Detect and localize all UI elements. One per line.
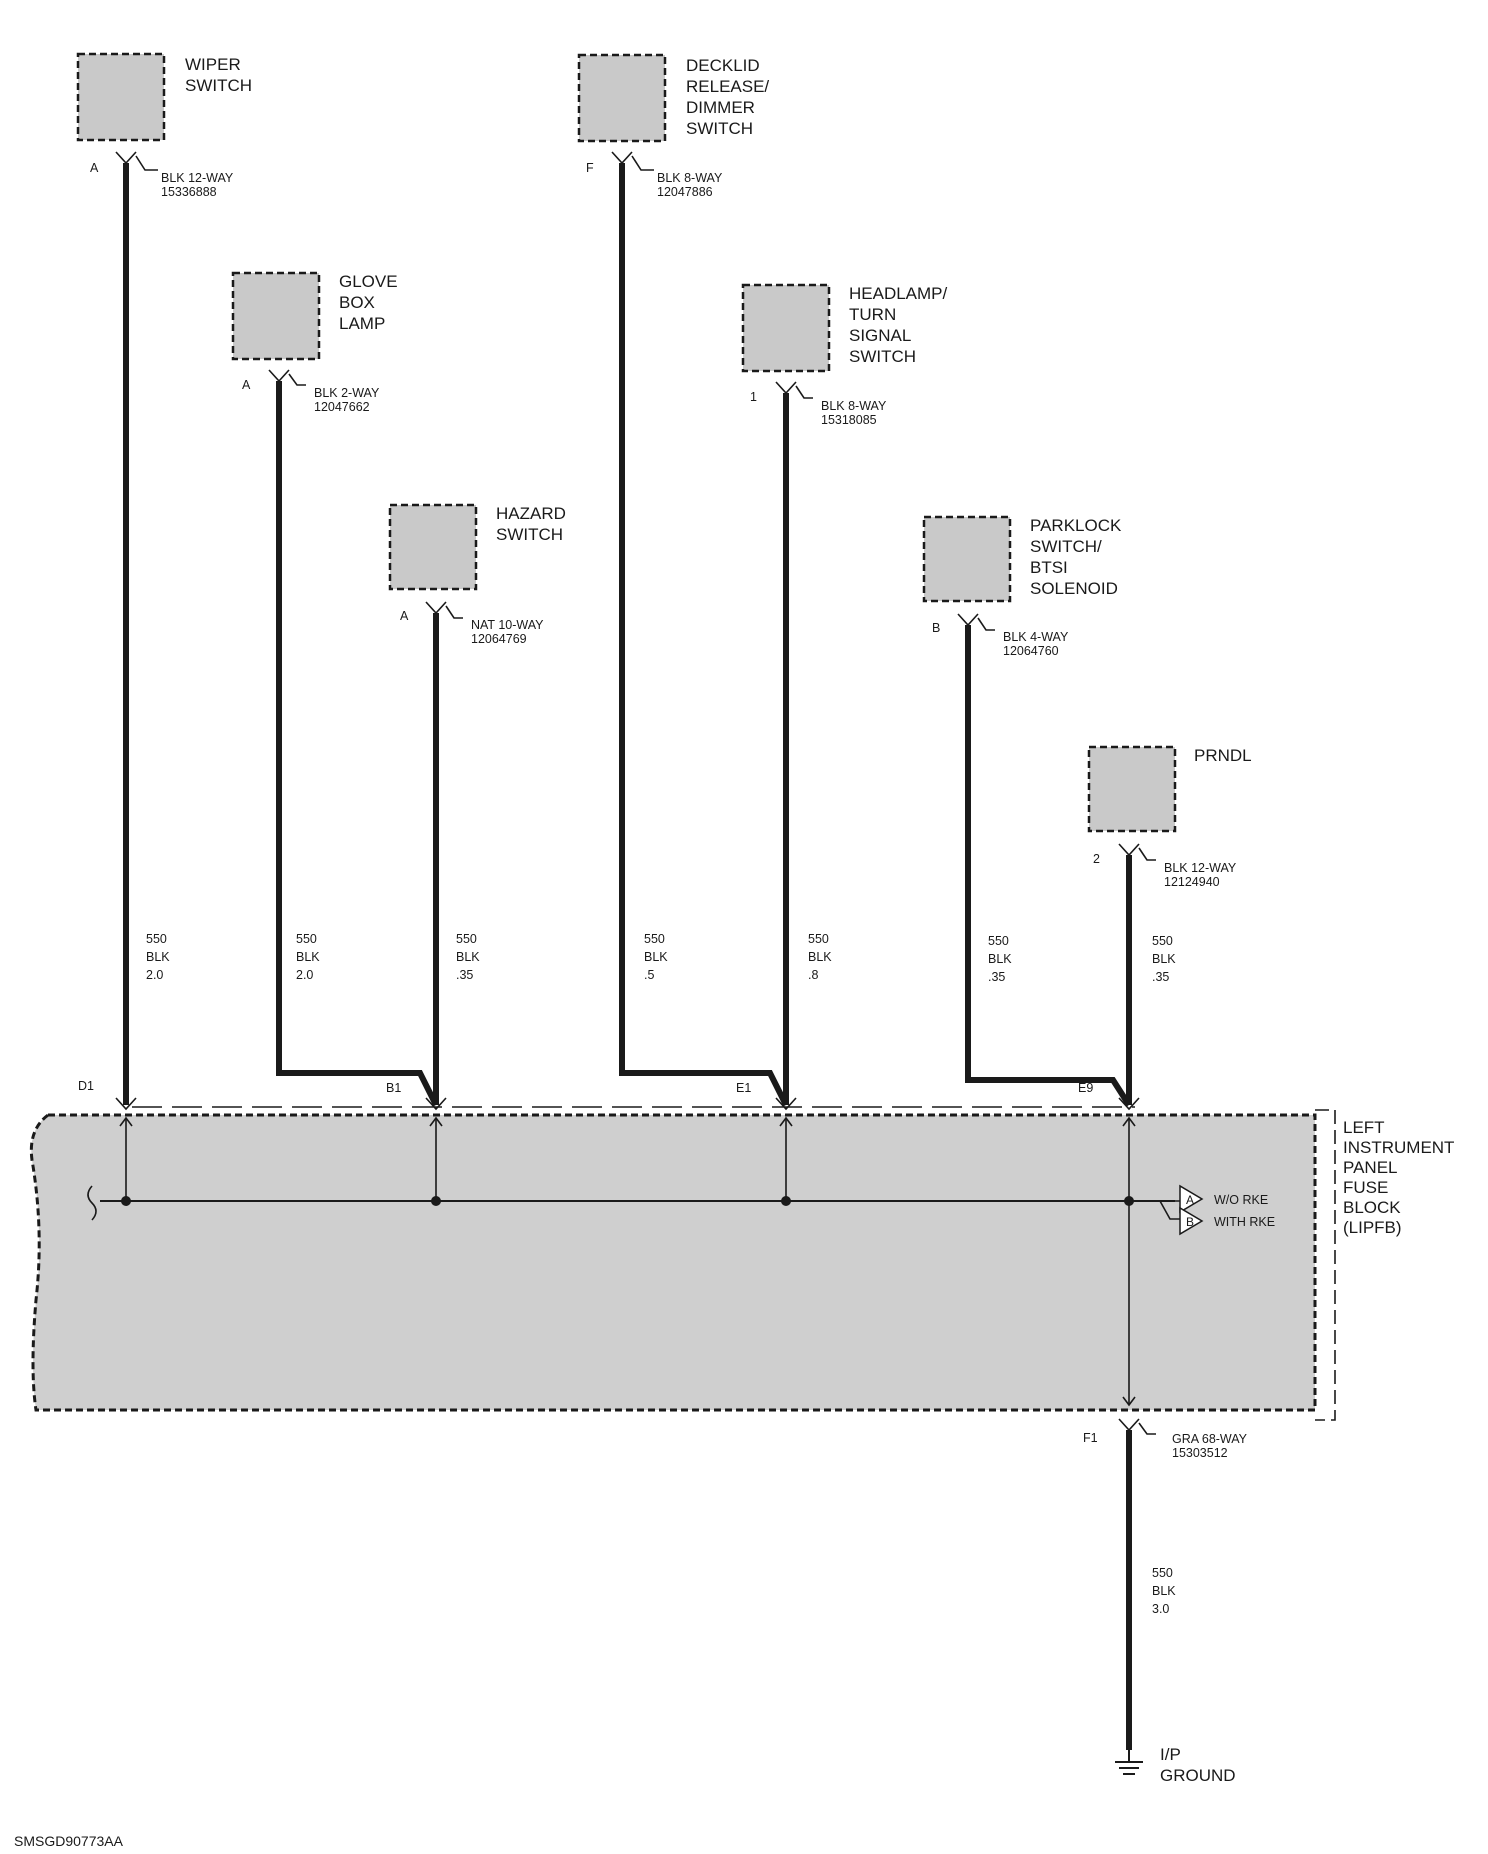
splice-d1 — [121, 1196, 131, 1206]
connector-prndl: BLK 12-WAY 12124940 — [1164, 861, 1240, 889]
connector-wiper-switch-symbol — [115, 151, 137, 165]
glove-box-lamp-name: GLOVE BOX LAMP — [339, 272, 402, 333]
pin-prndl: 2 — [1093, 852, 1100, 866]
connector-b1-symbol — [425, 1097, 447, 1111]
connector-wiper-switch: BLK 12-WAY 15336888 — [161, 171, 237, 199]
connector-hazard-switch: NAT 10-WAY 12064769 — [471, 618, 547, 646]
decklid-switch-box — [577, 53, 667, 143]
wire-glove-box-lamp — [276, 381, 439, 1107]
fuse-pin-e1: E1 — [736, 1081, 751, 1095]
wire-decklid-switch — [619, 163, 789, 1107]
option-tag-a: A — [1186, 1193, 1194, 1207]
leader-glove — [288, 373, 306, 386]
option-branch-b — [1129, 1200, 1180, 1220]
fuse-pin-d1: D1 — [78, 1079, 94, 1093]
wire-parklock-switch — [965, 625, 1132, 1107]
connector-prndl-symbol — [1118, 843, 1140, 857]
fuse-pin-e9: E9 — [1078, 1081, 1093, 1095]
leader-headlamp — [795, 385, 813, 399]
pin-decklid-switch: F — [586, 161, 594, 175]
fuse-block-name: LEFT INSTRUMENT PANEL FUSE BLOCK (LIPFB) — [1343, 1118, 1459, 1237]
bus-break-symbol — [87, 1185, 97, 1221]
leader-prndl — [1138, 847, 1156, 861]
connector-parklock-switch: BLK 4-WAY 12064760 — [1003, 630, 1072, 658]
arrow-e9 — [1122, 1116, 1136, 1127]
arrow-e1 — [779, 1116, 793, 1127]
connector-e1-symbol — [775, 1097, 797, 1111]
prndl-box — [1087, 745, 1177, 833]
leader-decklid — [631, 155, 654, 171]
connector-hazard-switch-symbol — [425, 601, 447, 615]
connector-headlamp-switch: BLK 8-WAY 15318085 — [821, 399, 890, 427]
headlamp-switch-box — [741, 283, 831, 373]
pin-glove-box-lamp: A — [242, 378, 251, 392]
option-label-a: W/O RKE — [1214, 1193, 1268, 1207]
option-tag-b: B — [1186, 1215, 1194, 1229]
fuse-block-body — [29, 1113, 1317, 1412]
leader-f1 — [1138, 1422, 1156, 1435]
wire-spec-3: 550 BLK .35 — [456, 932, 483, 982]
pin-headlamp-switch: 1 — [750, 390, 757, 404]
arrow-b1 — [429, 1116, 443, 1127]
wire-spec-1: 550 BLK 2.0 — [146, 932, 173, 982]
connector-headlamp-switch-symbol — [775, 381, 797, 395]
wire-spec-7: 550 BLK .35 — [1152, 934, 1179, 984]
parklock-switch-name: PARKLOCK SWITCH/ BTSI SOLENOID — [1030, 516, 1126, 598]
connector-decklid-switch-symbol — [611, 151, 633, 165]
wire-spec-ground: 550 BLK 3.0 — [1152, 1566, 1179, 1616]
fuse-pin-b1: B1 — [386, 1081, 401, 1095]
arrow-f1 — [1122, 1396, 1136, 1407]
fuse-pin-f1: F1 — [1083, 1431, 1098, 1445]
option-flag-a — [1179, 1184, 1204, 1214]
wire-spec-5: 550 BLK .8 — [808, 932, 835, 982]
pin-wiper-switch: A — [90, 161, 99, 175]
option-label-b: WITH RKE — [1214, 1215, 1275, 1229]
pin-hazard-switch: A — [400, 609, 409, 623]
leader-wiper — [135, 155, 158, 171]
wiper-switch-name: WIPER SWITCH — [185, 55, 252, 95]
connector-glove-box-lamp-symbol — [268, 369, 290, 383]
connector-glove-box-lamp: BLK 2-WAY 12047662 — [314, 386, 383, 414]
glove-box-lamp-box — [231, 271, 321, 361]
pin-parklock-switch: B — [932, 621, 940, 635]
connector-d1-symbol — [115, 1097, 137, 1111]
ground-icon — [1115, 1750, 1143, 1775]
parklock-switch-box — [922, 515, 1012, 603]
connector-decklid-switch: BLK 8-WAY 12047886 — [657, 171, 726, 199]
decklid-switch-name: DECKLID RELEASE/ DIMMER SWITCH — [686, 56, 774, 138]
headlamp-switch-name: HEADLAMP/ TURN SIGNAL SWITCH — [849, 284, 952, 366]
splice-b1 — [431, 1196, 441, 1206]
splice-e1 — [781, 1196, 791, 1206]
hazard-switch-name: HAZARD SWITCH — [496, 504, 571, 544]
ground-label: I/P GROUND — [1160, 1745, 1236, 1785]
wire-spec-4: 550 BLK .5 — [644, 932, 671, 982]
leader-hazard — [445, 605, 463, 619]
prndl-name: PRNDL — [1194, 746, 1252, 765]
wiper-switch-box — [76, 52, 166, 142]
figure-id: SMSGD90773AA — [14, 1833, 124, 1849]
connector-parklock-switch-symbol — [957, 613, 979, 627]
option-flag-b — [1179, 1206, 1204, 1236]
connector-e9-symbol — [1118, 1097, 1140, 1111]
connector-f1-symbol — [1118, 1418, 1140, 1432]
fuse-block-outline — [1315, 1109, 1336, 1421]
hazard-switch-box — [388, 503, 478, 591]
fuse-block-connector: GRA 68-WAY 15303512 — [1172, 1432, 1250, 1460]
arrow-d1 — [119, 1116, 133, 1127]
wire-spec-6: 550 BLK .35 — [988, 934, 1015, 984]
wire-spec-2: 550 BLK 2.0 — [296, 932, 323, 982]
leader-parklock — [977, 617, 995, 631]
